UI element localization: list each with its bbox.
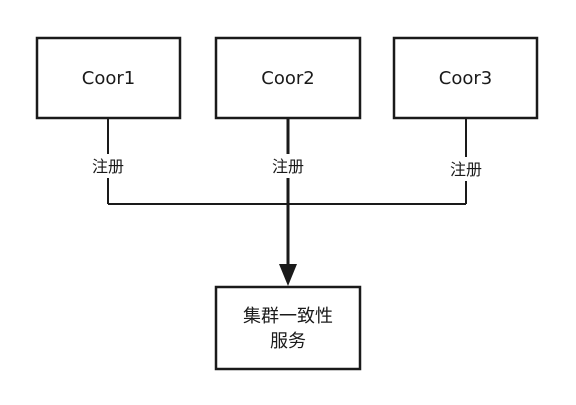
node-consistency-service[interactable]: 集群一致性 服务 [214, 285, 362, 371]
edge-label-coor1-text: 注册 [92, 157, 124, 176]
arrow-head-icon [279, 264, 297, 286]
node-coor1-label: Coor1 [82, 68, 135, 89]
edge-label-coor1: 注册 [86, 154, 130, 178]
edge-label-coor2: 注册 [266, 154, 310, 178]
node-coor1[interactable]: Coor1 [35, 36, 182, 120]
connectors [107, 118, 467, 286]
node-coor2-label: Coor2 [261, 68, 314, 89]
node-service-label-line1: 集群一致性 [243, 306, 333, 327]
edge-label-coor3-text: 注册 [450, 160, 482, 179]
node-service-label-line2: 服务 [270, 331, 306, 352]
edge-label-coor2-text: 注册 [272, 157, 304, 176]
node-coor2[interactable]: Coor2 [214, 36, 362, 120]
edge-label-coor3: 注册 [444, 157, 488, 181]
node-coor3[interactable]: Coor3 [392, 36, 539, 120]
node-coor3-label: Coor3 [439, 68, 492, 89]
